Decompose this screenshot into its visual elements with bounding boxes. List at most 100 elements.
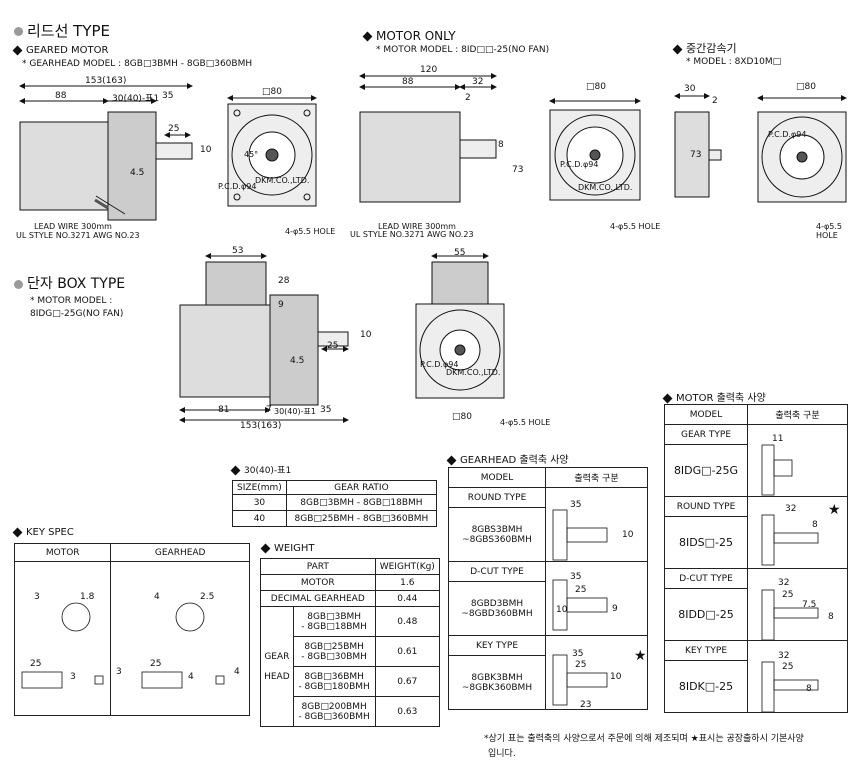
dim-30-40: 30(40)-표1 <box>112 94 160 104</box>
mk-sketch <box>747 640 848 713</box>
diamond-icon <box>12 527 23 537</box>
box-model: * MOTOR MODEL : <box>30 296 113 306</box>
key-gear-h: 4 <box>188 672 194 682</box>
box-dim-28: 28 <box>278 276 290 286</box>
key-motor-a: 3 <box>34 592 40 602</box>
dim-25: 25 <box>168 124 180 134</box>
geared-motor-front-view <box>227 95 317 207</box>
cell: 0.61 <box>374 636 441 667</box>
decimal-label: 중간감속기 <box>672 40 737 56</box>
key-gear-w: 4 <box>234 667 240 677</box>
mo-brand: DKM.CO.,LTD. <box>578 183 633 192</box>
motor-only-model: * MOTOR MODEL : 8ID□□-25(NO FAN) <box>376 45 550 55</box>
cell: 0.67 <box>374 666 441 697</box>
dec-dim-sq80: □80 <box>796 82 816 92</box>
th-part: PART <box>260 558 376 575</box>
dim-sq80: □80 <box>262 87 282 97</box>
dim-10: 10 <box>200 145 212 155</box>
diamond-icon <box>260 543 271 553</box>
motor-only-side-view <box>359 73 497 203</box>
dec-dim-2: 2 <box>712 96 718 106</box>
box-type-front-view <box>415 253 505 399</box>
key-gear-len: 25 <box>150 659 162 669</box>
cell: 8GB□36BMH- 8GB□180BMH <box>292 666 376 697</box>
m-ky-d3: 8 <box>806 684 812 694</box>
ky-sketch <box>545 635 648 710</box>
mo-pcd: P.C.D.φ94 <box>560 160 599 169</box>
motor-out-title: MOTOR 출력축 사양 <box>662 389 766 404</box>
mr-sketch <box>747 496 848 569</box>
dec-pcd: P.C.D.φ94 <box>768 130 807 139</box>
dim-total: 153(163) <box>85 76 127 86</box>
footnote-line-1: *상기 표는 출력축의 사양으로서 주문에 의해 제조되며 ★표시는 공장출하시… <box>484 734 804 744</box>
gh-ky-d4: 23 <box>580 700 592 710</box>
cell: 30 <box>232 494 287 511</box>
mg-model: 8IDG□-25G <box>664 444 748 497</box>
dec-dim-73: 73 <box>690 150 702 160</box>
box-dim-total: 153(163) <box>240 421 282 431</box>
md-model: 8IDD□-25 <box>664 588 748 641</box>
mo-dim-32: 32 <box>472 77 484 87</box>
cell: 8GB□200BMH- 8GB□360BMH <box>292 696 376 727</box>
cell: 40 <box>232 510 287 527</box>
m-ky-d1: 32 <box>778 651 790 661</box>
dc-model: 8GBD3BMH~8GBD360BMH <box>448 581 546 636</box>
box-type-side-view <box>179 253 349 423</box>
mo-dim-sq80: □80 <box>586 82 606 92</box>
motor-only-front-view <box>549 98 641 201</box>
diamond-icon <box>12 45 23 55</box>
cell: 0.44 <box>374 590 441 607</box>
decimal-gearhead-front-view <box>757 95 847 203</box>
dim-35: 35 <box>162 91 174 101</box>
key-motor-w: 3 <box>116 667 122 677</box>
cell: 8GB□3BMH - 8GB□18BMH <box>285 494 438 511</box>
gh-ky-d2: 25 <box>575 660 587 670</box>
cell: 8GB□3BMH- 8GB□18BMH <box>292 606 376 637</box>
box-dim-sq80: □80 <box>452 412 472 422</box>
star-icon: ★ <box>828 502 841 518</box>
th-model: MODEL <box>664 404 748 425</box>
mo-wire-note: LEAD WIRE 300mm <box>378 222 456 231</box>
box-pcd: P.C.D.φ94 <box>420 360 459 369</box>
th-motor: MOTOR <box>13 543 112 562</box>
ky-model: 8GBK3BMH~8GBK360BMH <box>448 655 546 710</box>
box-dim-53: 53 <box>232 246 244 256</box>
cell: 8GB□25BMH - 8GB□360BMH <box>285 510 438 527</box>
ro-model: 8GBS3BMH~8GBS360BMH <box>448 507 546 562</box>
dec-dim-30: 30 <box>684 84 696 94</box>
box-dim-10: 10 <box>360 330 372 340</box>
lead-wire-note: LEAD WIRE 300mm <box>34 222 112 231</box>
mo-dim-8: 8 <box>498 140 504 150</box>
mo-dim-88: 88 <box>402 77 414 87</box>
m-dc-d4: 8 <box>828 612 834 622</box>
th-shaft: 출력축 구분 <box>747 404 848 425</box>
key-motor-cell <box>13 561 112 716</box>
key-motor-len: 25 <box>30 659 42 669</box>
ro-sketch <box>545 487 648 562</box>
ro-type: ROUND TYPE <box>448 487 546 508</box>
mr-model: 8IDS□-25 <box>664 516 748 569</box>
bullet-icon <box>14 27 23 36</box>
motor-only-label: MOTOR ONLY <box>362 29 456 43</box>
geared-motor-label: GEARED MOTOR <box>12 45 108 56</box>
mo-dim-total: 120 <box>420 65 438 75</box>
mo-dim-73: 73 <box>512 165 524 175</box>
cell: 0.48 <box>374 606 441 637</box>
m-gear-d1: 11 <box>772 434 784 444</box>
box-dim-55: 55 <box>454 248 466 258</box>
th-size: SIZE(mm) <box>232 480 287 495</box>
geared-motor-model: * GEARHEAD MODEL : 8GB□3BMH - 8GB□360BMH <box>22 59 253 69</box>
pcd-note: P.C.D.φ94 <box>218 182 257 191</box>
m-dc-d3: 7.5 <box>802 600 817 610</box>
dc-sketch <box>545 561 648 636</box>
mg-sketch <box>747 424 848 497</box>
th-weight: WEIGHT(Kg) <box>374 558 441 575</box>
diamond-icon <box>662 393 673 403</box>
box-model-2: 8IDG□-25G(NO FAN) <box>30 309 124 319</box>
cell: 8GB□25BMH- 8GB□30BMH <box>292 636 376 667</box>
